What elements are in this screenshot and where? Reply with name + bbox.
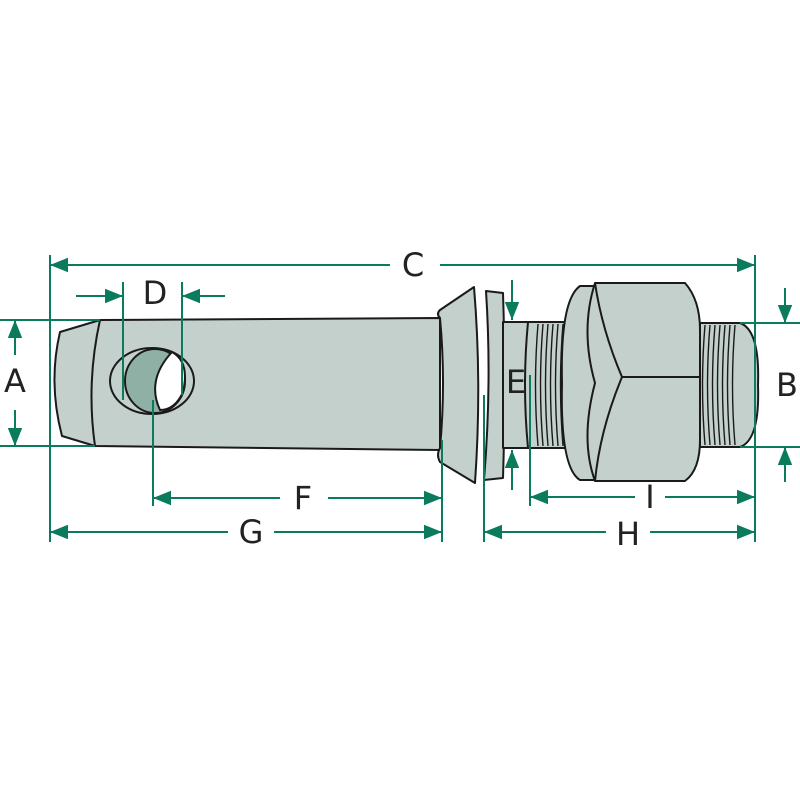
thread-groove bbox=[554, 323, 559, 447]
thread-right bbox=[699, 322, 760, 448]
thread-groove bbox=[711, 324, 716, 446]
label-c: C bbox=[402, 246, 424, 284]
thread-groove bbox=[534, 323, 539, 447]
label-b: B bbox=[776, 366, 798, 404]
thread-groove bbox=[731, 324, 736, 446]
thread-groove bbox=[716, 324, 721, 446]
thread-groove bbox=[721, 324, 726, 446]
label-a: A bbox=[4, 362, 26, 400]
label-f: F bbox=[294, 479, 312, 517]
cross-hole bbox=[109, 347, 195, 415]
washer bbox=[483, 290, 506, 481]
dimension-lines bbox=[0, 255, 800, 542]
thread-groove bbox=[726, 324, 731, 446]
collar bbox=[437, 286, 480, 484]
hex-nut bbox=[560, 282, 701, 482]
thread-groove bbox=[539, 323, 544, 447]
thread-groove bbox=[706, 324, 711, 446]
thread-groove bbox=[544, 323, 549, 447]
thread-groove bbox=[701, 324, 706, 446]
label-g: G bbox=[239, 513, 264, 551]
label-e: E bbox=[506, 363, 526, 401]
label-h: H bbox=[616, 515, 640, 553]
label-i: I bbox=[645, 478, 654, 516]
label-d: D bbox=[143, 274, 168, 312]
thread-groove bbox=[549, 323, 554, 447]
